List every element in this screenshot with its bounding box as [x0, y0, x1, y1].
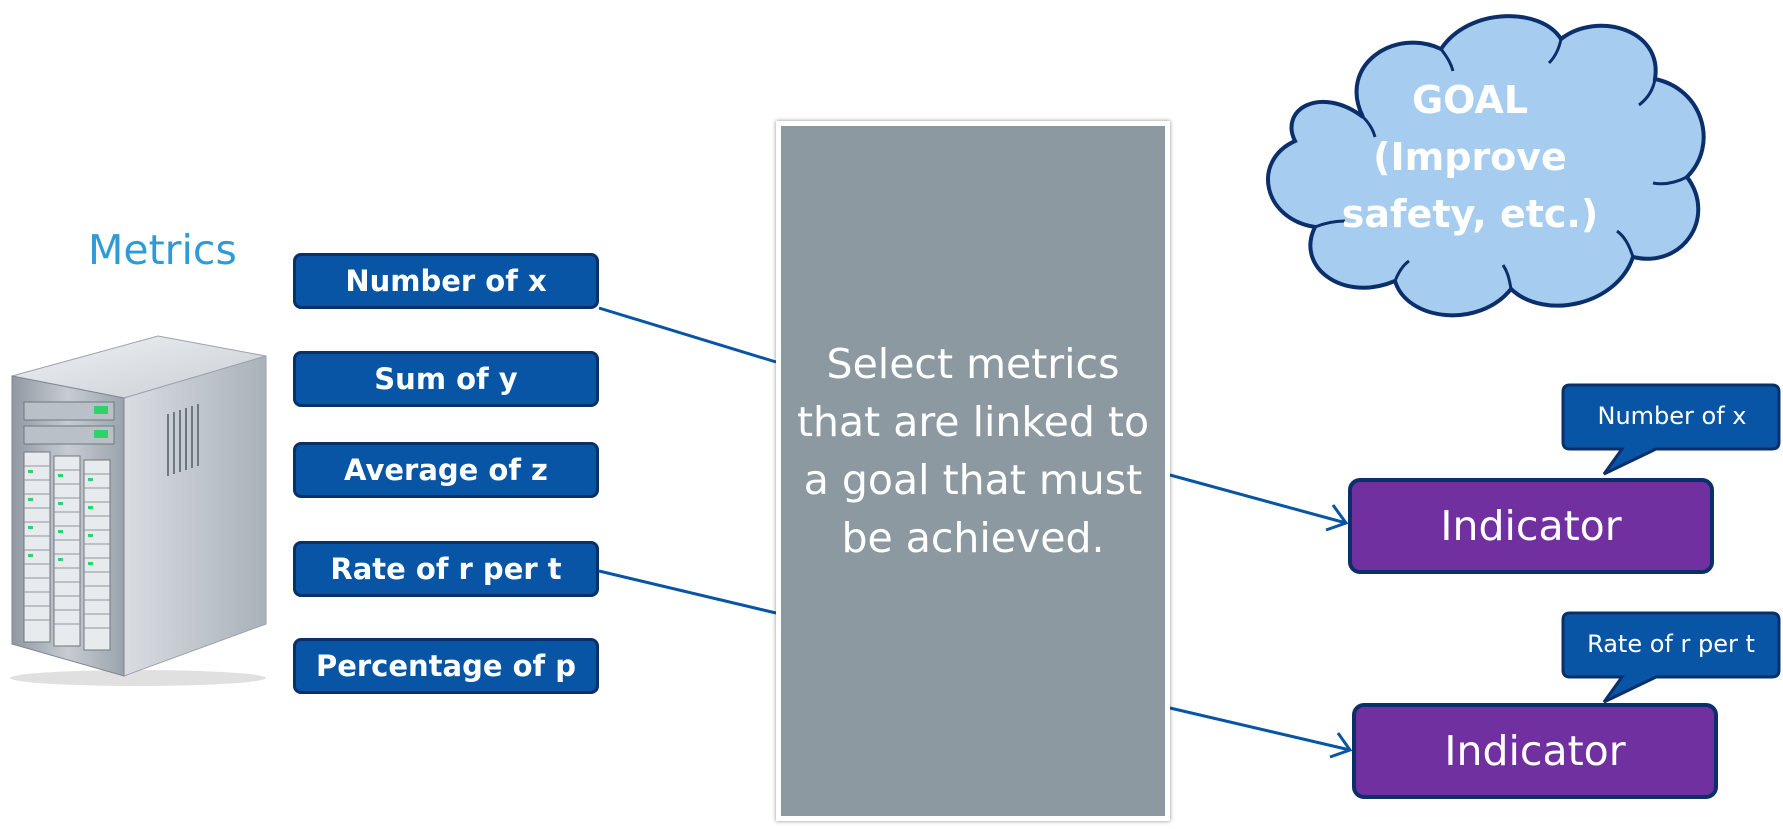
- goal-line-3: safety, etc.): [1341, 192, 1599, 236]
- callout-1-text: Number of x: [1597, 402, 1747, 430]
- metric-average-of-z: Average of z: [293, 442, 599, 498]
- metric-sum-of-y: Sum of y: [293, 351, 599, 407]
- indicator-box-1: Indicator: [1348, 478, 1714, 574]
- metrics-title: Metrics: [88, 226, 237, 274]
- goal-line-1: GOAL: [1411, 78, 1529, 122]
- selection-line-4: be achieved.: [841, 514, 1105, 562]
- metric-percentage-of-p: Percentage of p: [293, 638, 599, 694]
- arrow-to-indicator-1: [1169, 473, 1349, 532]
- indicator-box-2: Indicator: [1352, 703, 1718, 799]
- selection-box-text: Select metrics that are linked to a goal…: [783, 335, 1163, 567]
- callout-bubble-1: [1561, 383, 1781, 476]
- goal-cloud-shape: [1266, 14, 1706, 318]
- arrow-to-indicator-2: [1169, 706, 1353, 759]
- selection-line-3: a goal that must: [803, 456, 1143, 504]
- selection-line-1: Select metrics: [826, 340, 1120, 388]
- connector-number-of-x: [598, 306, 777, 364]
- callout-bubble-2: [1561, 611, 1781, 704]
- selection-line-2: that are linked to: [796, 398, 1150, 446]
- connector-rate-of-r-per-t: [598, 569, 777, 615]
- server-tower-icon: [10, 335, 267, 686]
- goal-text: GOAL (Improve safety, etc.): [1330, 72, 1610, 243]
- goal-line-2: (Improve: [1373, 135, 1567, 179]
- metric-number-of-x: Number of x: [293, 253, 599, 309]
- metric-rate-of-r-per-t: Rate of r per t: [293, 541, 599, 597]
- callout-2-text: Rate of r per t: [1587, 630, 1755, 658]
- selection-box: Select metrics that are linked to a goal…: [776, 121, 1170, 821]
